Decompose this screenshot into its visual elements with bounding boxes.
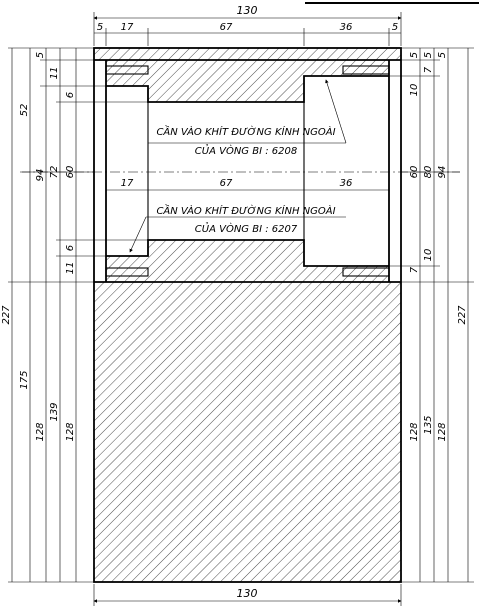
dim-left-11-top: 11 (49, 67, 60, 80)
dim-left-175: 175 (19, 370, 30, 389)
dim-right-60: 60 (409, 166, 420, 179)
note-lower-line-1: CẦN VÀO KHÍT ĐƯỜNG KÍNH NGOÀI (156, 203, 335, 217)
dim-left-94: 94 (35, 169, 46, 182)
dim-right-227: 227 (457, 305, 468, 325)
dim-left-227: 227 (1, 305, 12, 325)
dim-right-5-b: 5 (423, 52, 434, 58)
dim-top-seg-3: 67 (220, 22, 233, 33)
dim-left-60: 60 (65, 166, 76, 179)
dim-left-6-top: 6 (65, 92, 76, 98)
dim-right-135: 135 (423, 415, 434, 434)
horizontal-dimensions (93, 12, 402, 606)
dimension-labels: 130 5 17 67 36 5 17 67 36 130 227 175 52… (1, 4, 468, 600)
dim-top-overall: 130 (237, 4, 258, 17)
dim-top-seg-5: 5 (392, 22, 398, 33)
note-upper-line-1: CẦN VÀO KHÍT ĐƯỜNG KÍNH NGOÀI (156, 124, 335, 138)
note-lower-line-2: CỦA VÒNG BI : 6207 (195, 221, 298, 235)
dim-right-10-bottom: 10 (423, 249, 434, 262)
dim-left-128-a: 128 (35, 422, 46, 441)
dim-bottom-overall: 130 (237, 587, 258, 600)
dim-left-139: 139 (49, 402, 60, 421)
dim-right-7-top: 7 (423, 66, 434, 73)
dim-right-5-c: 5 (437, 52, 448, 58)
dim-left-52: 52 (19, 104, 30, 117)
dim-top-seg-4: 36 (340, 22, 353, 33)
notes: CẦN VÀO KHÍT ĐƯỜNG KÍNH NGOÀI CỦA VÒNG B… (156, 124, 335, 235)
dim-mid-seg-2: 67 (220, 178, 233, 189)
dim-mid-seg-1: 17 (121, 178, 134, 189)
hatched-sections (94, 48, 401, 582)
dim-left-72: 72 (49, 166, 60, 179)
dim-left-11-bottom: 11 (65, 262, 76, 275)
dim-right-10-top: 10 (409, 84, 420, 97)
note-leaders (129, 79, 347, 253)
dim-right-7-bottom: 7 (409, 266, 420, 273)
dim-left-128-b: 128 (65, 422, 76, 441)
left-dimensions (8, 47, 148, 583)
dim-right-5-a: 5 (409, 52, 420, 58)
dim-left-5: 5 (35, 52, 46, 58)
dim-right-128-b: 128 (437, 422, 448, 441)
dim-top-seg-1: 5 (97, 22, 103, 33)
dim-left-6-bottom: 6 (65, 245, 76, 251)
dim-right-128-a: 128 (409, 422, 420, 441)
dim-top-seg-2: 17 (121, 22, 134, 33)
dim-right-94: 94 (437, 166, 448, 179)
dim-right-80: 80 (423, 166, 434, 179)
note-upper-line-2: CỦA VÒNG BI : 6208 (195, 143, 297, 157)
dim-mid-seg-3: 36 (340, 178, 353, 189)
right-dimensions (389, 47, 474, 583)
